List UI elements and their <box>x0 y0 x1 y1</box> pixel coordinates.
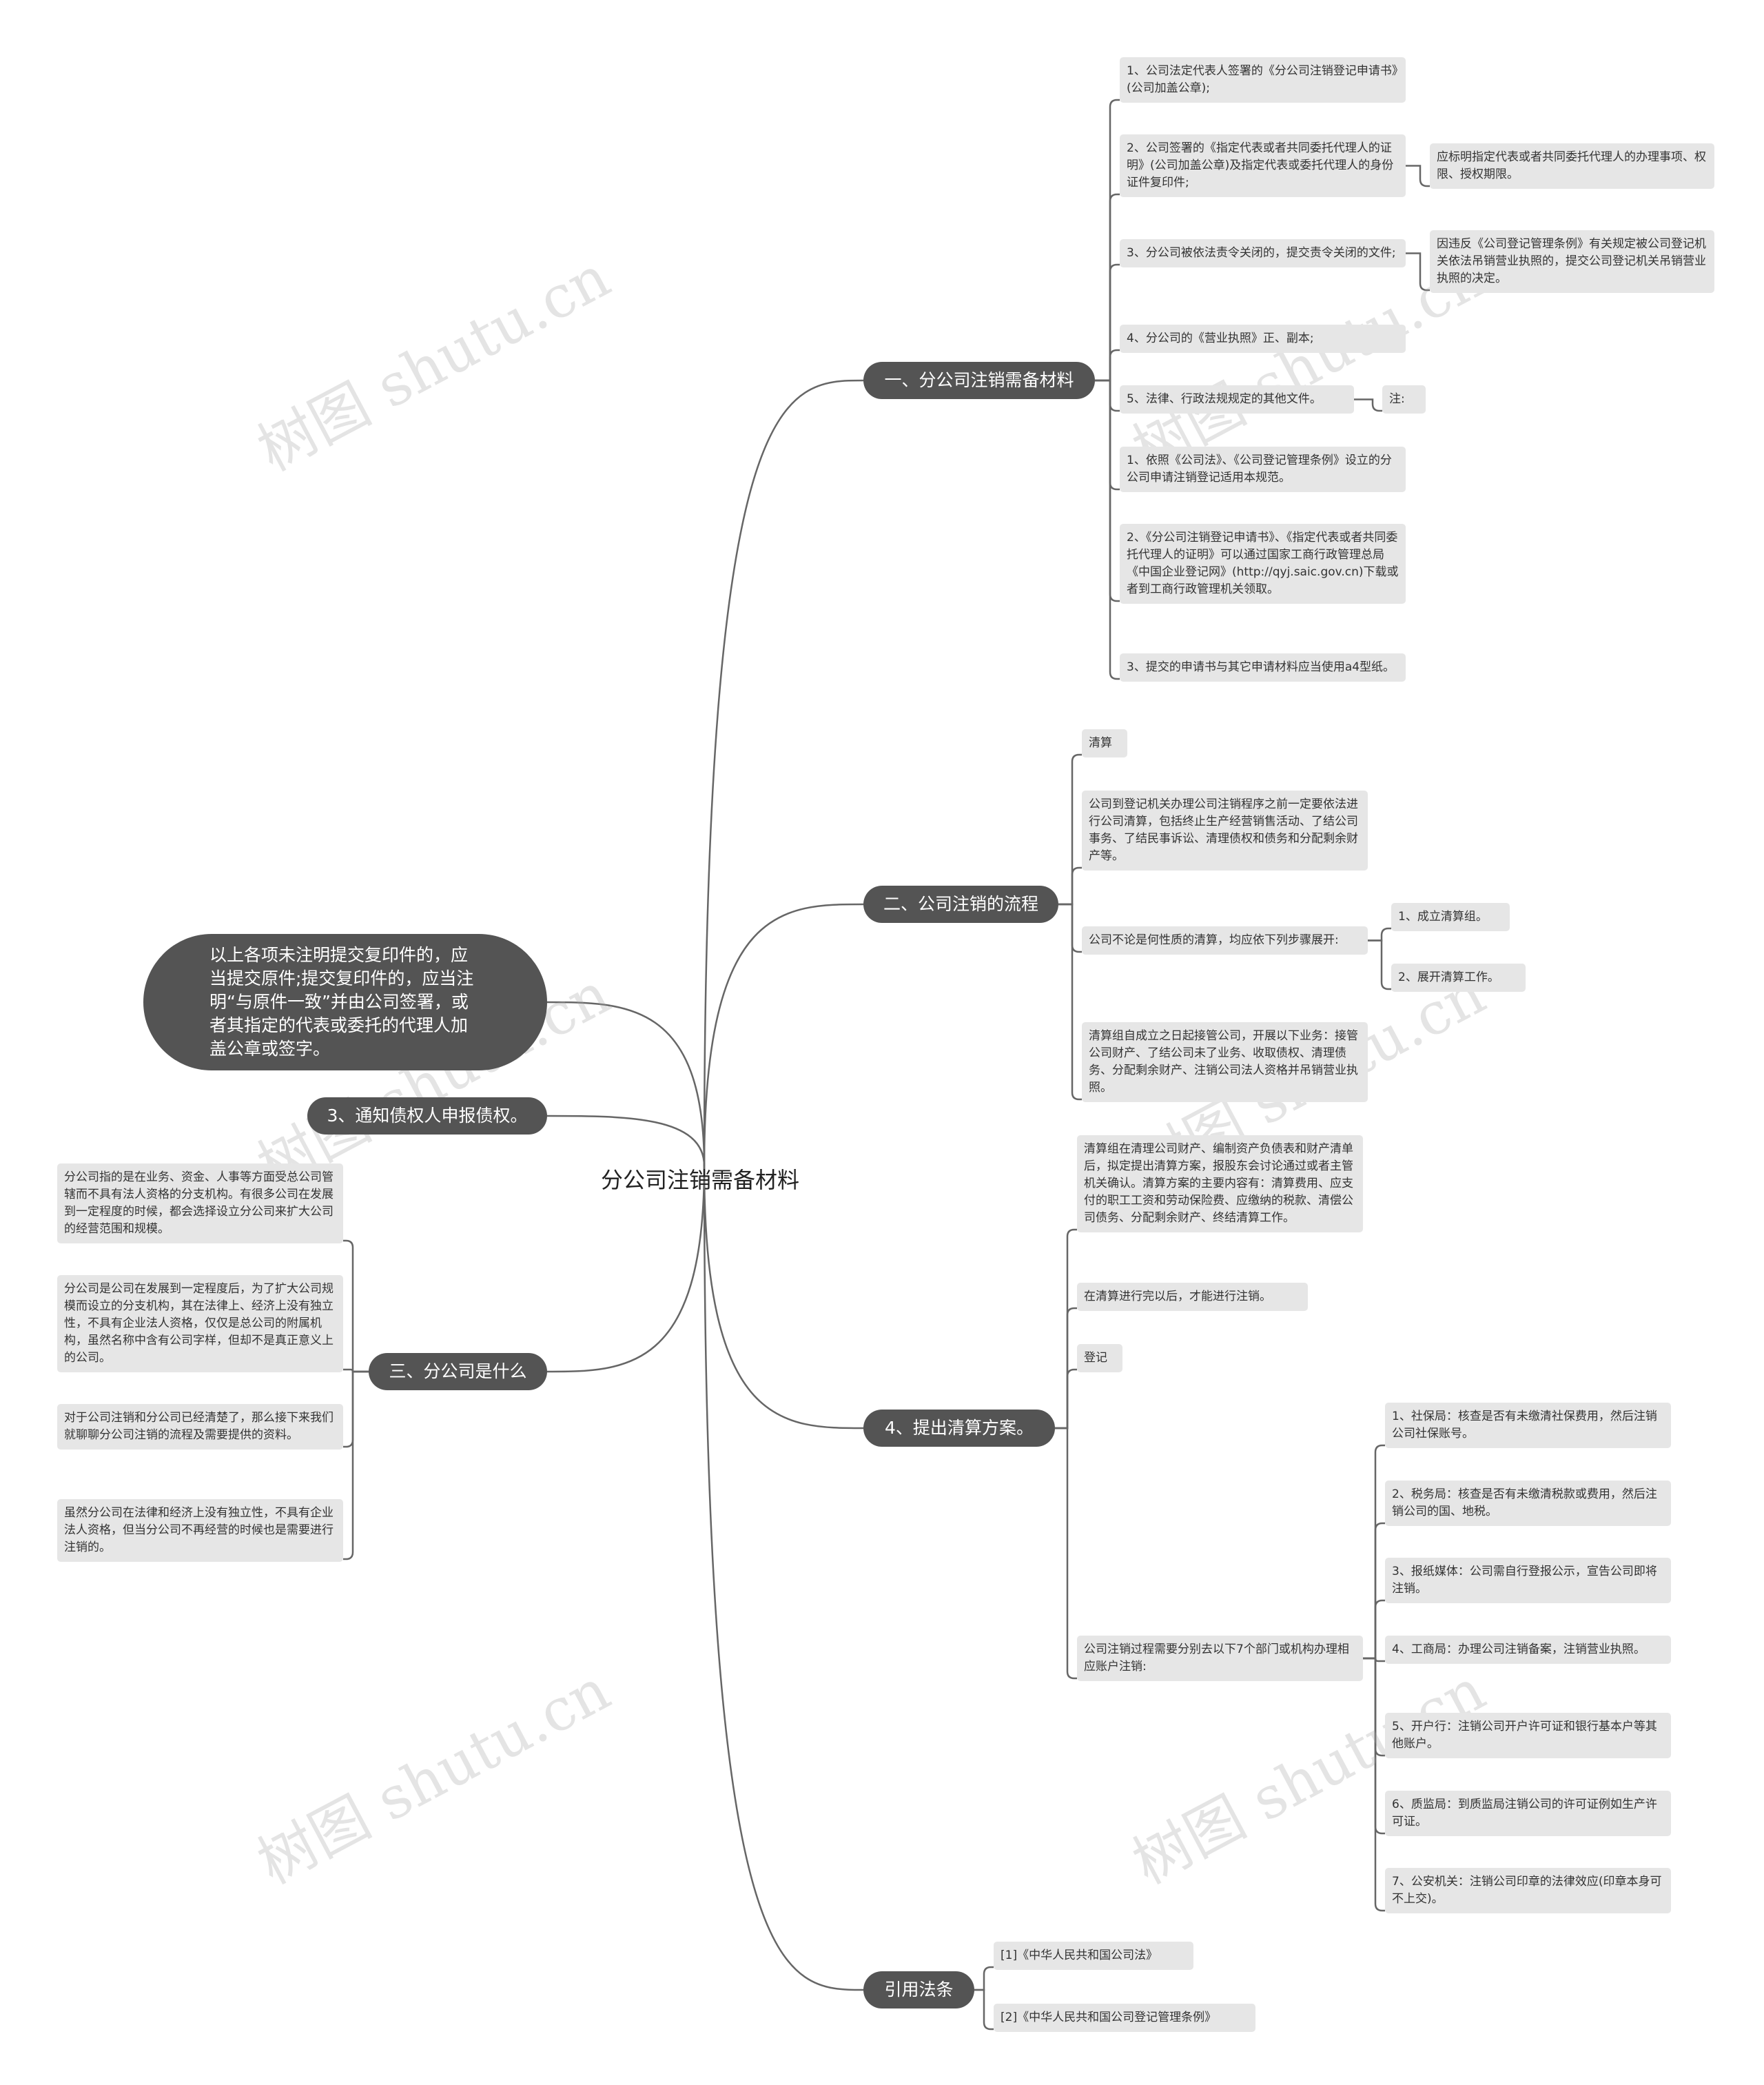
branch-connector <box>1058 753 1082 906</box>
branch-connector <box>1095 263 1120 382</box>
leaf-dept-7[interactable]: 7、公安机关：注销公司印章的法律效应(印章本身可不上交)。 <box>1385 1868 1671 1913</box>
branch-connector <box>1406 252 1430 292</box>
branch-connector <box>1363 1522 1385 1660</box>
leaf-material-5[interactable]: 5、法律、行政法规规定的其他文件。 <box>1120 385 1354 414</box>
root-connector <box>546 1001 706 1167</box>
branch-connector <box>1368 939 1391 990</box>
leaf-what-2[interactable]: 分公司是公司在发展到一定程度后，为了扩大公司规模而设立的分支机构，其在法律上、经… <box>57 1275 343 1372</box>
root-connector <box>703 379 864 1167</box>
leaf-dept-3[interactable]: 3、报纸媒体：公司需自行登报公示，宣告公司即将注销。 <box>1385 1558 1671 1603</box>
branch-connector <box>1055 1368 1077 1430</box>
leaf-law-2[interactable]: [2]《中华人民共和国公司登记管理条例》 <box>994 2004 1255 2032</box>
branch-connector <box>1354 398 1382 412</box>
branch-connector <box>1055 1427 1077 1680</box>
leaf-material-3-note[interactable]: 因违反《公司登记管理条例》有关规定被公司登记机关依法吊销营业执照的，提交公司登记… <box>1430 230 1714 293</box>
branch-connector <box>343 1370 369 1448</box>
leaf-material-2-note[interactable]: 应标明指定代表或者共同委托代理人的办理事项、权限、授权期限。 <box>1430 143 1714 189</box>
root-connector <box>703 1166 864 1991</box>
leaf-process-3[interactable]: 公司不论是何性质的清算，均应依下列步骤展开: <box>1082 926 1368 955</box>
leaf-dept-2[interactable]: 2、税务局：核查是否有未缴清税款或费用，然后注销公司的国、地税。 <box>1385 1481 1671 1526</box>
leaf-process-2[interactable]: 公司到登记机关办理公司注销程序之前一定要依法进行公司清算，包括终止生产经营销售活… <box>1082 791 1368 871</box>
branch-connector <box>1095 99 1120 382</box>
leaf-dept-5[interactable]: 5、开户行：注销公司开户许可证和银行基本户等其他账户。 <box>1385 1713 1671 1758</box>
branch-connector <box>974 1989 994 2031</box>
branch-what[interactable]: 三、分公司是什么 <box>369 1353 547 1390</box>
leaf-note-2[interactable]: 2、《分公司注销登记申请书》、《指定代表或者共同委托代理人的证明》可以通过国家工… <box>1120 524 1406 604</box>
branch-connector <box>1095 379 1120 680</box>
branch-connector <box>1095 193 1120 382</box>
leaf-plan-4[interactable]: 公司注销过程需要分别去以下7个部门或机构办理相应账户注销: <box>1077 1636 1363 1681</box>
branch-connector <box>343 1239 369 1373</box>
leaf-material-2[interactable]: 2、公司签署的《指定代表或者共同委托代理人的证明》(公司加盖公章)及指定代表或委… <box>1120 134 1406 197</box>
leaf-plan-1[interactable]: 清算组在清理公司财产、编制资产负债表和财产清单后，拟定提出清算方案，报股东会讨论… <box>1077 1135 1363 1232</box>
root-connector <box>546 1115 706 1167</box>
branch-connector <box>1363 1657 1385 1757</box>
left-note-topic[interactable]: 以上各项未注明提交复印件的，应当提交原件;提交复印件的，应当注明“与原件一致”并… <box>143 934 547 1070</box>
leaf-material-1[interactable]: 1、公司法定代表人签署的《分公司注销登记申请书》(公司加盖公章); <box>1120 57 1406 103</box>
leaf-dept-4[interactable]: 4、工商局：办理公司注销备案，注销营业执照。 <box>1385 1636 1671 1664</box>
branch-process[interactable]: 二、公司注销的流程 <box>863 886 1058 923</box>
branch-connector <box>1055 1307 1077 1430</box>
leaf-what-3[interactable]: 对于公司注销和分公司已经清楚了，那么接下来我们就聊聊分公司注销的流程及需要提供的… <box>57 1404 343 1450</box>
branch-laws[interactable]: 引用法条 <box>863 1971 974 2008</box>
branch-connector <box>1363 1444 1385 1660</box>
branch-connector <box>1055 1228 1077 1430</box>
branch-plan[interactable]: 4、提出清算方案。 <box>863 1410 1055 1447</box>
branch-connector <box>343 1370 369 1560</box>
branch-materials[interactable]: 一、分公司注销需备材料 <box>863 362 1095 399</box>
leaf-material-3[interactable]: 3、分公司被依法责令关闭的，提交责令关闭的文件; <box>1120 239 1406 267</box>
branch-connector <box>1363 1657 1385 1912</box>
leaf-process-3b[interactable]: 2、展开清算工作。 <box>1391 964 1526 992</box>
branch-connector <box>1058 903 1082 953</box>
leaf-what-4[interactable]: 虽然分公司在法律和经济上没有独立性，不具有企业法人资格，但当分公司不再经营的时候… <box>57 1499 343 1562</box>
branch-notice[interactable]: 3、通知债权人申报债权。 <box>307 1097 547 1135</box>
root-connector <box>703 1166 864 1430</box>
leaf-law-1[interactable]: [1]《中华人民共和国公司法》 <box>994 1942 1193 1970</box>
branch-connector <box>1406 165 1430 187</box>
leaf-note-3[interactable]: 3、提交的申请书与其它申请材料应当使用a4型纸。 <box>1120 653 1406 682</box>
branch-connector <box>1368 927 1391 942</box>
branch-connector <box>1058 866 1082 906</box>
leaf-dept-6[interactable]: 6、质监局：到质监局注销公司的许可证例如生产许可证。 <box>1385 1791 1671 1836</box>
leaf-note-1[interactable]: 1、依照《公司法》、《公司登记管理条例》设立的分公司申请注销登记适用本规范。 <box>1120 447 1406 492</box>
leaf-plan-3[interactable]: 登记 <box>1077 1344 1122 1372</box>
branch-connector <box>974 1966 994 1991</box>
root-connector <box>703 903 864 1167</box>
leaf-plan-2[interactable]: 在清算进行完以后，才能进行注销。 <box>1077 1283 1308 1311</box>
leaf-process-4[interactable]: 清算组自成立之日起接管公司，开展以下业务：接管公司财产、了结公司未了业务、收取债… <box>1082 1022 1368 1102</box>
branch-connector <box>1363 1657 1385 1835</box>
leaf-material-4[interactable]: 4、分公司的《营业执照》正、副本; <box>1120 325 1406 353</box>
leaf-what-1[interactable]: 分公司指的是在业务、资金、人事等方面受总公司管辖而不具有法人资格的分支机构。有很… <box>57 1163 343 1243</box>
branch-connector <box>1363 1599 1385 1660</box>
branch-connector <box>1095 379 1120 602</box>
branch-connector <box>1095 379 1120 412</box>
root-connector <box>546 1166 706 1373</box>
leaf-material-5-note[interactable]: 注: <box>1382 385 1426 414</box>
branch-connector <box>1095 379 1120 491</box>
leaf-process-1[interactable]: 清算 <box>1082 729 1127 757</box>
branch-connector <box>1095 349 1120 382</box>
leaf-dept-1[interactable]: 1、社保局：核查是否有未缴清社保费用，然后注销公司社保账号。 <box>1385 1403 1671 1448</box>
root-topic[interactable]: 分公司注销需备材料 <box>601 1167 800 1193</box>
branch-connector <box>1058 903 1082 1101</box>
leaf-process-3a[interactable]: 1、成立清算组。 <box>1391 903 1510 931</box>
